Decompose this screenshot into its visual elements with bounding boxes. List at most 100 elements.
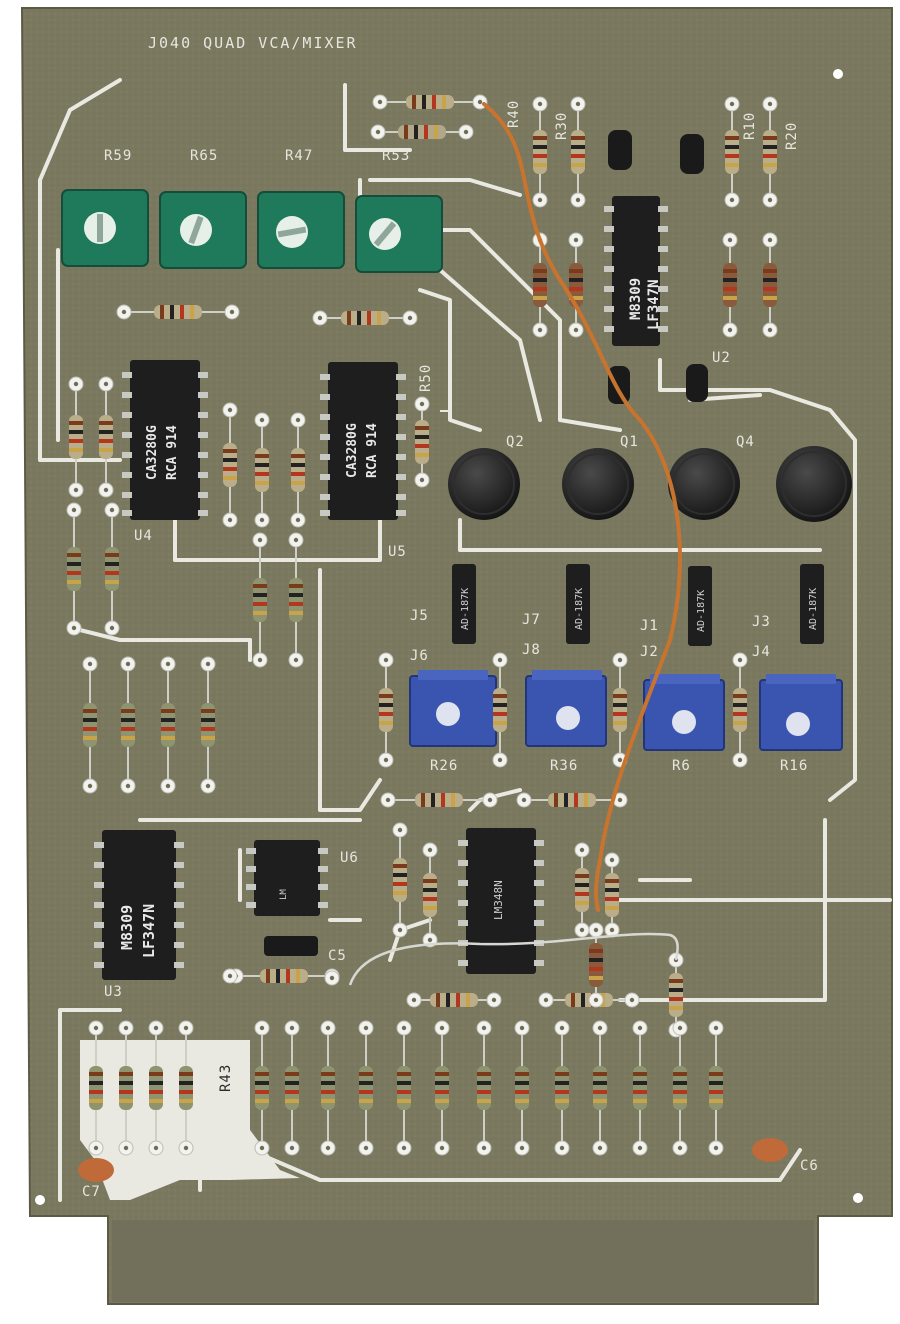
resistor (515, 1028, 529, 1148)
pad-hole (325, 1145, 331, 1151)
label-j1: J1 (640, 618, 659, 634)
pad-hole (439, 1025, 445, 1031)
pad-hole (637, 1025, 643, 1031)
pads (66, 94, 778, 1156)
resistor (533, 104, 547, 200)
resistor (723, 240, 737, 330)
diode-1: AD-187K (452, 564, 476, 644)
transistor-q3 (668, 448, 740, 520)
pad-hole (153, 1145, 159, 1151)
resistor (613, 660, 627, 760)
pad-hole (419, 477, 425, 483)
pad-hole (259, 417, 265, 423)
pad-hole (617, 797, 623, 803)
label-j8: J8 (522, 642, 541, 658)
transistor-q1 (562, 448, 634, 520)
resistor (524, 793, 620, 807)
label-r30: R30 (554, 112, 570, 140)
label-r59: R59 (104, 148, 132, 164)
pad-hole (559, 1145, 565, 1151)
trimmer-row-green (61, 189, 443, 273)
jumper-wire (482, 102, 682, 912)
svg-text:AD-187K: AD-187K (696, 590, 707, 632)
label-u4: U4 (134, 528, 153, 544)
resistor (493, 660, 507, 760)
pad-hole (597, 1025, 603, 1031)
small-parts (264, 130, 708, 956)
pad-hole (289, 1145, 295, 1151)
label-r6: R6 (672, 758, 691, 774)
pad-hole (477, 99, 483, 105)
resistor (223, 410, 237, 520)
label-r53: R53 (382, 148, 410, 164)
board-title: J040 QUAD VCA/MIXER (148, 34, 358, 52)
pad-hole (295, 417, 301, 423)
pad-hole (519, 1025, 525, 1031)
pad-hole (363, 1145, 369, 1151)
label-q2: Q2 (506, 434, 525, 450)
pad-hole (205, 661, 211, 667)
pad-hole (729, 197, 735, 203)
resistor (388, 793, 490, 807)
pad-hole (329, 975, 335, 981)
pad-hole (427, 937, 433, 943)
pad-hole (363, 1025, 369, 1031)
label-r10: R10 (742, 112, 758, 140)
resistor (291, 420, 305, 520)
pad-hole (767, 197, 773, 203)
pad-hole (397, 927, 403, 933)
resistor (397, 1028, 411, 1148)
pad-hole (767, 327, 773, 333)
resistor (179, 1028, 193, 1148)
resistor (89, 1028, 103, 1148)
pad-hole (125, 783, 131, 789)
mount-hole-br (853, 1193, 863, 1203)
pad-hole (325, 1025, 331, 1031)
trimmer-r26 (409, 670, 497, 747)
ic-u3-line1: M8309 (118, 905, 136, 950)
pad-hole (385, 797, 391, 803)
pad-hole (609, 927, 615, 933)
ic-u6-line1: LM (279, 889, 289, 900)
pad-hole (401, 1145, 407, 1151)
pad-hole (73, 381, 79, 387)
label-q1: Q1 (620, 434, 639, 450)
ic-u4-line2: RCA 914 (165, 425, 180, 480)
pad-hole (375, 129, 381, 135)
mount-hole-tr (833, 69, 843, 79)
diode-4: AD-187K (800, 564, 824, 644)
trimmer-r53 (355, 195, 443, 273)
ceramic-caps (78, 1138, 788, 1182)
resistor (435, 1028, 449, 1148)
trimmer-r36 (525, 670, 607, 747)
resistor (593, 1028, 607, 1148)
trimmer-row-blue (409, 670, 843, 751)
label-u2: U2 (712, 350, 731, 366)
pad-hole (383, 757, 389, 763)
pad-hole (575, 101, 581, 107)
pad-hole (767, 101, 773, 107)
resistor (477, 1028, 491, 1148)
resistor (119, 1028, 133, 1148)
pad-hole (767, 237, 773, 243)
resistor (255, 1028, 269, 1148)
transistor-q4 (776, 446, 852, 522)
label-u3: U3 (104, 984, 123, 1000)
pad-hole (183, 1145, 189, 1151)
pad-hole (481, 1145, 487, 1151)
resistor (253, 540, 267, 660)
label-r40: R40 (506, 100, 522, 128)
pad-hole (227, 407, 233, 413)
pad-hole (71, 507, 77, 513)
pad-hole (677, 1025, 683, 1031)
pad-hole (317, 315, 323, 321)
ic-u7: LM348N (458, 828, 544, 974)
diode-3: AD-187K (688, 566, 712, 646)
pad-hole (573, 327, 579, 333)
resistor (589, 930, 603, 1000)
pad-hole (257, 537, 263, 543)
label-r43: R43 (218, 1064, 234, 1092)
resistor (321, 1028, 335, 1148)
pad-hole (93, 1025, 99, 1031)
ic-u4-line1: CA3280G (145, 425, 160, 480)
